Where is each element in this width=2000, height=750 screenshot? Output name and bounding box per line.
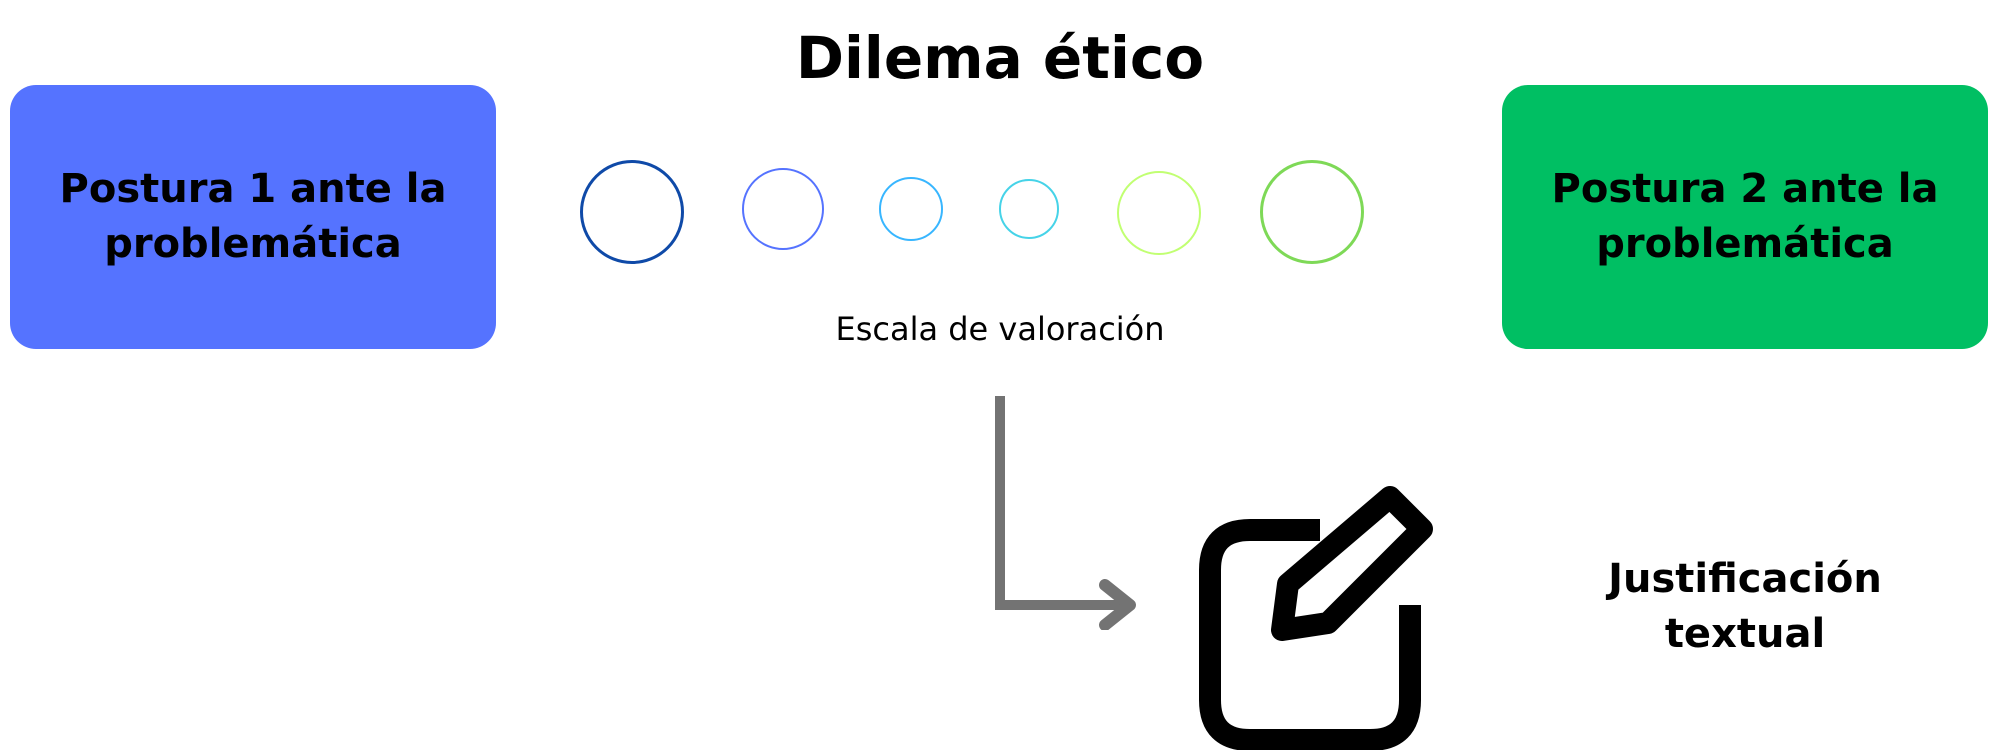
flow-arrow: [995, 396, 1136, 630]
scale-option-5[interactable]: [1117, 171, 1201, 255]
flow-arrow-line: [995, 396, 1130, 610]
scale-caption: Escala de valoración: [835, 310, 1165, 348]
diagram-title: Dilema ético: [795, 24, 1205, 92]
edit-icon-frame: [1199, 519, 1421, 750]
justificacion-label: Justificación textual: [1608, 556, 1882, 657]
postura-1-label: Postura 1 ante la problemática: [59, 166, 447, 267]
edit-icon-pencil: [1271, 486, 1433, 641]
edit-icon[interactable]: [1190, 485, 1450, 750]
flow-arrow-head: [1099, 579, 1136, 630]
postura-1-box[interactable]: Postura 1 ante la problemática: [10, 85, 496, 349]
scale-option-3[interactable]: [879, 177, 943, 241]
scale-option-6[interactable]: [1260, 160, 1364, 264]
scale-option-1[interactable]: [580, 160, 684, 264]
postura-2-box[interactable]: Postura 2 ante la problemática: [1502, 85, 1988, 349]
rating-scale: [0, 0, 2000, 300]
scale-option-4[interactable]: [999, 179, 1059, 239]
postura-2-label: Postura 2 ante la problemática: [1551, 166, 1939, 267]
scale-option-2[interactable]: [742, 168, 824, 250]
